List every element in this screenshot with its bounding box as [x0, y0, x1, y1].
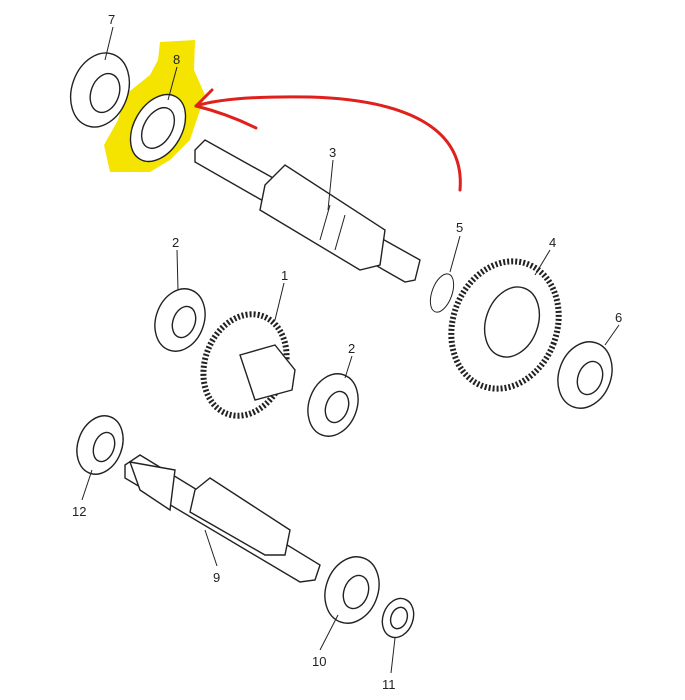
callout-4: 4 [549, 235, 556, 250]
circlip-5 [429, 273, 455, 313]
callout-3: 3 [329, 145, 336, 160]
red-arrow-annotation [194, 88, 462, 192]
shaft-3 [194, 139, 421, 283]
callout-5: 5 [456, 220, 463, 235]
callout-9: 9 [213, 570, 220, 585]
bearing-10 [324, 556, 380, 624]
bearing-2-upper [154, 288, 206, 352]
callout-6: 6 [615, 310, 622, 325]
bearing-2-lower [307, 373, 359, 437]
seal-8 [129, 93, 187, 163]
callout-1: 1 [281, 268, 288, 283]
bearing-12 [76, 415, 124, 475]
gear-1 [200, 311, 296, 419]
callout-12: 12 [72, 504, 86, 519]
gear-4 [448, 258, 562, 392]
callout-7: 7 [108, 12, 115, 27]
bearing-7 [69, 52, 131, 128]
callout-8: 8 [173, 52, 180, 67]
seal-11 [381, 597, 415, 639]
leader-lines [81, 26, 620, 674]
callout-11: 11 [382, 677, 396, 692]
bearing-6 [557, 341, 613, 409]
callout-10: 10 [312, 654, 326, 669]
callout-2-upper: 2 [172, 235, 179, 250]
callout-2-lower: 2 [348, 341, 355, 356]
shaft-9 [124, 454, 321, 583]
